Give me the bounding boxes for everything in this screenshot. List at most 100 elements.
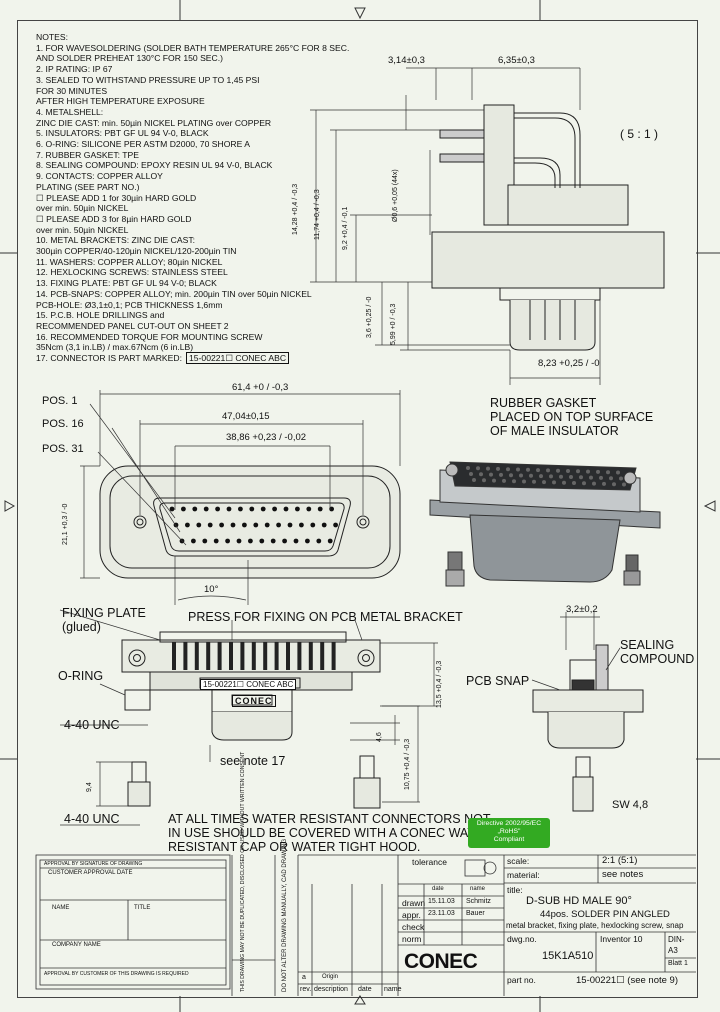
note-line: 4. METALSHELL: bbox=[36, 106, 104, 117]
drawing-sheet-border bbox=[17, 20, 698, 998]
note-line: 2. IP RATING: IP 67 bbox=[36, 64, 113, 75]
note-line: over min. 50µin NICKEL bbox=[36, 203, 129, 214]
label-pos-1: POS. 1 bbox=[42, 395, 78, 407]
contact-pin bbox=[260, 506, 266, 512]
dim-5-99: 5,99 +0 / -0,3 bbox=[390, 303, 397, 345]
tb-rev-a: a bbox=[302, 974, 306, 981]
solder-pin bbox=[308, 642, 313, 670]
tb-approval-note: APPROVAL BY SIGNATURE OF DRAWING bbox=[44, 861, 143, 867]
contact-pin-3d bbox=[606, 470, 610, 475]
contact-pin-3d bbox=[552, 480, 556, 485]
tb-sheet: Blatt 1 bbox=[668, 960, 688, 967]
tb-desc-header: description bbox=[314, 986, 348, 993]
tb-drawn-date: 15.11.03 bbox=[428, 898, 455, 905]
contact-pin bbox=[230, 522, 236, 528]
contact-pin-3d bbox=[556, 468, 560, 473]
contact-pin bbox=[225, 538, 231, 544]
contact-pin bbox=[203, 506, 209, 512]
contact-pin-3d bbox=[589, 475, 593, 480]
contact-pin bbox=[327, 538, 333, 544]
contact-pin bbox=[259, 538, 265, 544]
label-unc-2: 4-40 UNC bbox=[64, 812, 120, 826]
dim-10-deg: 10° bbox=[204, 584, 219, 595]
contact-pin bbox=[295, 506, 300, 512]
contact-pin bbox=[272, 506, 277, 512]
tb-company-field: COMPANY NAME bbox=[52, 942, 101, 948]
tb-name-header: name bbox=[470, 886, 486, 892]
contact-pin-3d bbox=[619, 476, 623, 481]
tb-date-header: date bbox=[432, 886, 444, 892]
label-pos-16: POS. 16 bbox=[42, 418, 84, 430]
contact-pin-3d bbox=[579, 475, 583, 480]
contact-pin bbox=[226, 506, 232, 512]
solder-pin bbox=[331, 642, 336, 670]
contact-pin-3d bbox=[592, 481, 596, 486]
tb-approval-date: CUSTOMER APPROVAL DATE bbox=[48, 870, 133, 876]
tb-drawn-name: Schmitz bbox=[466, 898, 491, 905]
contact-pin-3d bbox=[586, 469, 590, 474]
tb-tolerance: tolerance bbox=[412, 857, 447, 867]
contact-pin bbox=[248, 538, 253, 544]
tb-title-3: metal bracket, fixing plate, hexlocking … bbox=[506, 921, 684, 930]
contact-pin-3d bbox=[466, 466, 470, 470]
contact-pin-3d bbox=[502, 478, 506, 483]
tb-check-label: check bbox=[402, 922, 425, 932]
contact-pin-3d bbox=[489, 472, 493, 477]
dim-4-6: 4,6 bbox=[376, 732, 383, 742]
contact-pin-3d bbox=[516, 467, 520, 472]
label-fixing-plate: FIXING PLATE (glued) bbox=[62, 606, 146, 634]
contact-pin bbox=[238, 506, 243, 512]
dim-8-23: 8,23 +0,25 / -0 bbox=[538, 358, 600, 369]
tb-inventor: Inventor 10 bbox=[600, 934, 643, 944]
label-o-ring: O-RING bbox=[58, 669, 104, 683]
tb-appr-date: 23.11.03 bbox=[428, 910, 455, 917]
contact-pin bbox=[192, 506, 198, 512]
tb-material-value: see notes bbox=[602, 869, 644, 880]
contact-pin bbox=[282, 538, 287, 544]
contact-pin-3d bbox=[596, 469, 600, 474]
contact-pin-3d bbox=[566, 469, 570, 473]
note-line: 6. O-RING: SILICONE PER ASTM D2000, 70 S… bbox=[36, 139, 250, 150]
note-line: ☐ PLEASE ADD 3 for 8µin HARD GOLD bbox=[36, 213, 192, 224]
contact-pin bbox=[215, 506, 221, 512]
note-line: ☐ PLEASE ADD 1 for 30µin HARD GOLD bbox=[36, 192, 197, 203]
contact-pin-3d bbox=[512, 479, 516, 484]
note-line: 3. SEALED TO WITHSTAND PRESSURE UP TO 1,… bbox=[36, 74, 260, 85]
solder-pin bbox=[172, 642, 176, 670]
contact-pin bbox=[213, 538, 219, 544]
tb-legal-note: THIS DRAWING MAY NOT BE DUPLICATED, DISC… bbox=[240, 751, 246, 992]
note-line: 10. METAL BRACKETS: ZINC DIE CAST: bbox=[36, 235, 196, 246]
note-line: 1. FOR WAVESOLDERING (SOLDER BATH TEMPER… bbox=[36, 42, 350, 53]
contact-pin-3d bbox=[612, 482, 616, 487]
contact-pin-3d bbox=[569, 475, 573, 479]
note-line: 9. CONTACTS: COPPER ALLOY bbox=[36, 171, 163, 182]
solder-pin bbox=[217, 642, 222, 670]
contact-pin-3d bbox=[602, 481, 606, 486]
label-press-for-fixing: PRESS FOR FIXING ON PCB bbox=[188, 610, 357, 624]
contact-pin bbox=[305, 538, 310, 544]
contact-pin bbox=[202, 538, 208, 544]
label-see-note-17: see note 17 bbox=[220, 754, 286, 768]
contact-pin bbox=[299, 522, 304, 528]
contact-pin-3d bbox=[532, 479, 536, 484]
tb-din: DIN-A3 bbox=[668, 935, 685, 955]
note-line: 16. RECOMMENDED TORQUE FOR MOUNTING SCRE… bbox=[36, 331, 263, 342]
contact-pin bbox=[287, 522, 293, 528]
tb-name-field: NAME bbox=[52, 905, 70, 911]
contact-pin-3d bbox=[506, 467, 510, 472]
wrench-size: SW 4,8 bbox=[612, 799, 649, 811]
contact-pin-3d bbox=[476, 466, 480, 471]
contact-pin-3d bbox=[599, 475, 603, 480]
contact-pin-3d bbox=[499, 472, 503, 477]
contact-pin bbox=[253, 522, 259, 528]
contact-pin-3d bbox=[519, 473, 523, 478]
solder-pin bbox=[251, 642, 256, 670]
solder-pin bbox=[206, 642, 211, 670]
contact-pin bbox=[169, 506, 175, 512]
note-line: 17. CONNECTOR IS PART MARKED: bbox=[36, 353, 182, 364]
note-line: 15. P.C.B. HOLE DRILLINGS and bbox=[36, 310, 165, 321]
notes-list: 1. FOR WAVESOLDERING (SOLDER BATH TEMPER… bbox=[36, 43, 356, 364]
solder-pin bbox=[274, 642, 279, 670]
tb-dwg-number: 15K1A510 bbox=[542, 950, 594, 962]
